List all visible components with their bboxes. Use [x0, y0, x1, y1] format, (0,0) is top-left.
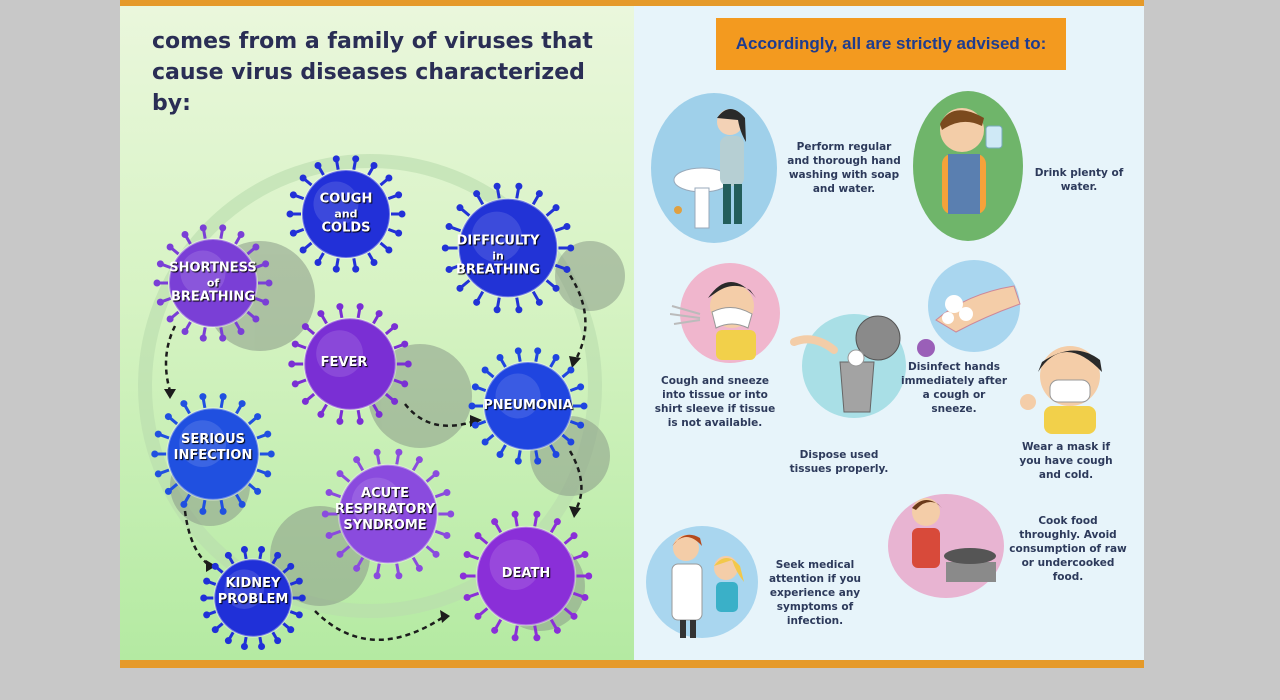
handwash-illustration — [651, 93, 777, 243]
headline-line-1: comes from a family of viruses that — [152, 29, 593, 54]
virus-pneumonia: PNEUMONIA — [483, 398, 573, 413]
virus-body-death — [459, 510, 593, 642]
emblem-circle — [138, 154, 602, 618]
virus-death: DEATH — [501, 566, 551, 581]
tip-seek-medical: Seek medical attention if you experience… — [768, 559, 862, 627]
tip-drink-water: Drink plenty of water. — [1034, 167, 1124, 193]
virus-body-fever — [288, 303, 412, 425]
infographic-poster: comes from a family of viruses that caus… — [120, 0, 1144, 668]
virus-acute-respiratory-syndrome: ACUTE RESPIRATORY SYNDROME — [334, 486, 436, 533]
arrow-shortness-serious — [164, 325, 177, 392]
virus-body-acute — [321, 448, 455, 580]
headline-line-2: cause virus diseases characterized by: — [152, 60, 585, 116]
tip-dispose-tissues: Dispose used tissues properly. — [789, 449, 889, 475]
arrow-fever-pneumonia — [404, 403, 476, 428]
virus-serious-infection: SERIOUS INFECTION — [173, 432, 253, 463]
arrow-pneumonia-death — [568, 450, 583, 512]
face-mask-illustration — [1020, 346, 1102, 434]
symptoms-panel: comes from a family of viruses that caus… — [120, 6, 634, 660]
virus-body-serious — [151, 393, 275, 515]
tip-disinfect-hands: Disinfect hands immediately after a coug… — [900, 361, 1007, 415]
drinking-water-illustration — [913, 91, 1023, 241]
virus-cough-and-colds: COUGH and COLDS — [319, 191, 373, 236]
cooking-illustration — [888, 494, 1004, 598]
virus-shortness-of-breathing: SHORTNESS of BREATHING — [169, 260, 257, 305]
virus-body-shortness — [153, 224, 273, 342]
medical-checkup-illustration — [646, 526, 758, 638]
tip-cough-sneeze: Cough and sneeze into tissue or into shi… — [654, 375, 776, 429]
virus-fever: FEVER — [320, 355, 368, 370]
disinfect-hands-illustration — [917, 260, 1021, 357]
advice-header: Accordingly, all are strictly advised to… — [716, 18, 1066, 70]
virus-body-kidney — [200, 545, 306, 651]
virus-kidney-problem: KIDNEY PROBLEM — [217, 576, 289, 607]
arrow-difficulty-pneumonia — [563, 267, 587, 362]
cough-sneeze-illustration — [670, 263, 780, 363]
tip-wear-mask: Wear a mask if you have cough and cold. — [1019, 441, 1113, 481]
virus-body-difficulty — [441, 182, 575, 314]
tip-cook-food: Cook food throughly. Avoid consumption o… — [1009, 515, 1127, 583]
bottom-border — [120, 660, 1144, 668]
tip-hand-washing: Perform regular and thorough hand washin… — [787, 141, 901, 195]
advice-panel: Accordingly, all are strictly advised to… — [634, 6, 1144, 660]
trash-bin-illustration — [790, 314, 906, 418]
virus-layer — [151, 155, 593, 651]
background-decor — [138, 154, 625, 651]
virus-body-cough — [286, 155, 406, 273]
arrow-heads — [164, 356, 581, 623]
page-title: comes from a family of viruses that caus… — [152, 26, 622, 119]
virus-difficulty-in-breathing: DIFFICULTY in BREATHING — [456, 233, 540, 278]
virus-body-pneumonia — [468, 347, 588, 465]
top-border — [120, 0, 1144, 6]
